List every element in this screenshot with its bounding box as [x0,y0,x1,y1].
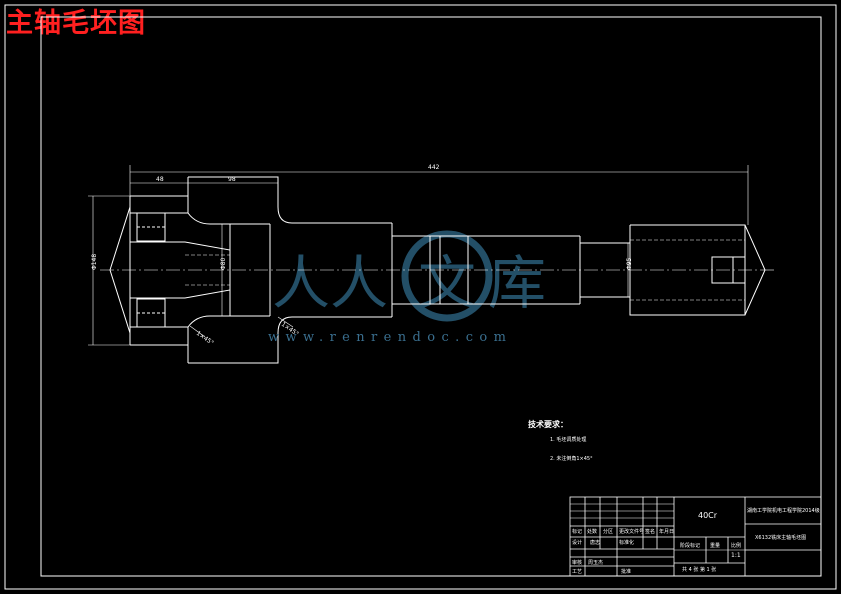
process-label: 工艺 [572,569,583,575]
dim-dia-mid: Φ80 [220,257,227,270]
dim-dia-left: Φ148 [91,254,98,270]
dim-left-length-a: 48 [156,176,164,183]
header-cell: 签名 [645,529,656,535]
hidden-lines [185,239,745,301]
tech-requirement-item: 1. 毛坯调质处理 [550,437,587,443]
dim-left-length-b: 98 [228,176,236,183]
outer-frame [4,4,837,590]
inner-frame [40,16,822,577]
watermark-char: 人 [272,249,330,317]
dim-overall-length: 442 [428,164,440,171]
approve-label: 批准 [621,569,632,575]
title-block [569,496,822,577]
design-label: 设计 [572,540,583,546]
header-cell: 处数 [587,529,598,535]
header-cell: 分区 [603,529,614,535]
tech-requirement-item: 2. 未注倒角1×45° [550,456,593,462]
design-name: 唐志 [590,540,601,546]
check-label: 审核 [572,560,583,566]
watermark-url: www.renrendoc.com [268,330,513,345]
spindle-outline [109,176,766,364]
watermark-char: 人 [330,249,388,317]
sheet-info: 共 4 张 第 1 张 [682,567,717,573]
stage-label: 阶段标记 [680,543,701,549]
dim-dia-right: Φ95 [626,257,633,270]
dim-chamfer: 1×45° [195,330,215,347]
school-name: 湖南工学院机电工程学院2014级 [747,508,820,514]
watermark-logo: 人 人 文 库 [272,230,546,322]
standard-label: 标准化 [619,540,635,546]
dimension-lines [88,165,749,346]
check-name: 周玉杰 [588,560,604,566]
header-cell: 更改文件号 [619,529,645,535]
drawing-name: X6132铣床主轴毛坯图 [755,535,807,541]
watermark-char: 库 [488,249,546,317]
watermark-char: 文 [418,249,476,317]
header-cell: 标记 [572,529,583,535]
weight-label: 重量 [710,543,721,549]
material-label: 40Cr [698,511,718,520]
header-cell: 年月日 [659,529,675,535]
scale-value: 1:1 [731,552,741,559]
page-title: 主轴毛坯图 [6,8,146,39]
scale-label: 比例 [731,543,742,549]
tech-requirements-heading: 技术要求： [528,420,568,429]
